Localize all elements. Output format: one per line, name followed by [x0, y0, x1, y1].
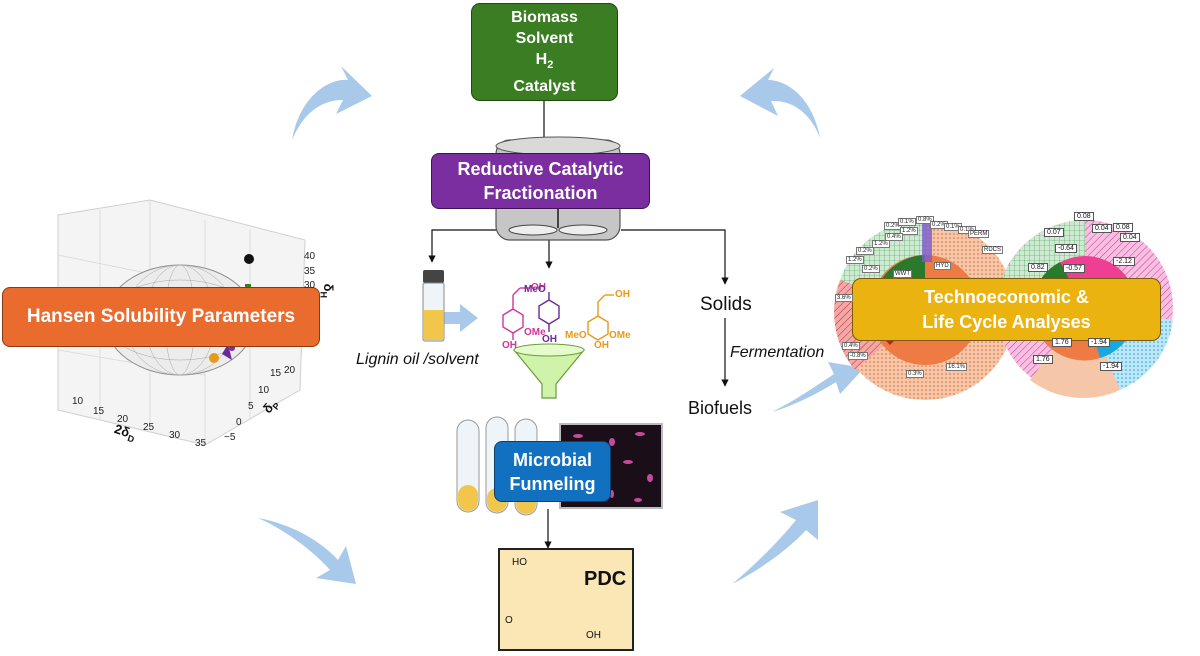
donut-right-label: 0.07 — [1044, 228, 1064, 237]
inputs-hydrogen: H2 — [535, 50, 554, 72]
inputs-catalyst: Catalyst — [513, 78, 576, 96]
donut-left-label: 0.2% — [862, 265, 880, 273]
hsp-xtick: 20 — [117, 414, 129, 425]
solids-label: Solids — [700, 294, 752, 315]
funnel — [512, 343, 586, 399]
donut-left-label: 16.1% — [946, 363, 968, 371]
donut-left-label: 0.3% — [906, 370, 924, 378]
rcf-line2: Fractionation — [483, 183, 598, 203]
inputs-biomass: Biomass — [511, 8, 578, 26]
hsp-ztick: 35 — [304, 266, 316, 277]
donut-left-label: 0.4% — [842, 342, 860, 350]
rcf-line1: Reductive Catalytic — [457, 159, 624, 179]
donut-left-label: 0.2% — [856, 247, 874, 255]
hsp-zlabel: δH — [318, 283, 336, 298]
inputs-box: Biomass Solvent H2 Catalyst — [471, 3, 618, 101]
donut-right-label: -0.64 — [1055, 244, 1077, 253]
hsp-xtick: 15 — [93, 406, 105, 417]
donut-right-label: -1.94 — [1100, 362, 1122, 371]
donut-left-code: PERM — [968, 230, 990, 238]
pdc-carbonyl-o: O — [505, 615, 513, 626]
monomer3-meo: MeO — [565, 330, 587, 341]
donut-right-label: -0.57 — [1063, 264, 1085, 273]
microbial-line2: Funneling — [509, 473, 596, 494]
pdc-ho: HO — [512, 557, 527, 568]
donut-left-label: 0.2% — [884, 222, 902, 230]
hsp-xtick: 30 — [169, 430, 181, 441]
donut-right-label: 0.08 — [1113, 223, 1133, 232]
donut-right-label: -1.94 — [1088, 338, 1110, 347]
donut-left-label: 0.4% — [885, 233, 903, 241]
hsp-xtick: 25 — [143, 422, 155, 433]
monomer1-oh-top: OH — [531, 282, 546, 293]
donut-right-label: -2.12 — [1113, 257, 1135, 266]
donut-left-label: 1.2% — [846, 256, 864, 264]
donut-right-label: 0.04 — [1092, 224, 1112, 233]
biofuels-label: Biofuels — [688, 398, 753, 418]
donut-left-label: 0.1% — [898, 218, 916, 226]
lignin-oil-vial — [422, 270, 445, 342]
hsp-ytick: 15 — [270, 368, 282, 379]
hsp-ytick: 20 — [284, 365, 296, 376]
microbial-funneling-box: Microbial Funneling — [494, 441, 611, 502]
hsp-ztick: 30 — [304, 280, 316, 291]
microbial-line1: Microbial — [512, 449, 592, 470]
donut-left-label: 1.2% — [900, 227, 918, 235]
hsp-ytick: 10 — [258, 385, 270, 396]
tea-lca-box: Technoeconomic & Life Cycle Analyses — [852, 278, 1161, 341]
donut-left-code: RDCS — [982, 246, 1004, 254]
donut-left-label: 0.8% — [916, 216, 934, 224]
hsp-ztick: 40 — [304, 251, 316, 262]
donut-right-label: 0.82 — [1028, 263, 1048, 272]
inputs-solvent: Solvent — [515, 29, 574, 47]
hansen-box: Hansen Solubility Parameters — [2, 287, 320, 347]
pdc-label: PDC — [584, 568, 627, 590]
donut-left-code: WWT — [893, 270, 912, 278]
cycle-arrows — [258, 66, 864, 584]
tea-line1: Technoeconomic & — [924, 286, 1089, 307]
hsp-ytick: −5 — [224, 432, 236, 443]
donut-left-label: -0.8% — [848, 352, 868, 360]
donut-left-label: 1.2% — [872, 240, 890, 248]
monomer1-ome: OMe — [524, 327, 546, 338]
donut-right-label: 1.76 — [1052, 338, 1072, 347]
donut-left-code: HYD — [934, 262, 951, 270]
hsp-ytick: 5 — [248, 401, 254, 412]
fermentation-label: Fermentation — [730, 344, 825, 361]
hsp-xtick: 35 — [195, 438, 207, 449]
monomer2-oh: OH — [542, 334, 557, 345]
pdc-oh: OH — [586, 630, 601, 641]
monomer3-oh-top: OH — [615, 289, 630, 300]
monomer1-oh: OH — [502, 340, 517, 351]
donut-left-label: 3.6% — [835, 294, 853, 302]
tea-line2: Life Cycle Analyses — [922, 311, 1091, 332]
monomer-structures — [502, 287, 614, 341]
hsp-ytick: 0 — [236, 417, 242, 428]
rcf-box: Reductive Catalytic Fractionation — [431, 153, 650, 209]
hsp-xtick: 10 — [72, 396, 84, 407]
pdc-box — [498, 548, 634, 651]
monomer3-oh: OH — [594, 340, 609, 351]
hansen-label: Hansen Solubility Parameters — [26, 306, 296, 327]
monomer2-meo: MeO — [524, 284, 546, 295]
donut-right-label: 1.76 — [1033, 355, 1053, 364]
monomer3-ome: OMe — [609, 330, 631, 341]
lignin-oil-label: Lignin oil /solvent — [356, 351, 479, 368]
donut-right-label: 0.04 — [1120, 233, 1140, 242]
donut-right-label: 0.08 — [1074, 212, 1094, 221]
